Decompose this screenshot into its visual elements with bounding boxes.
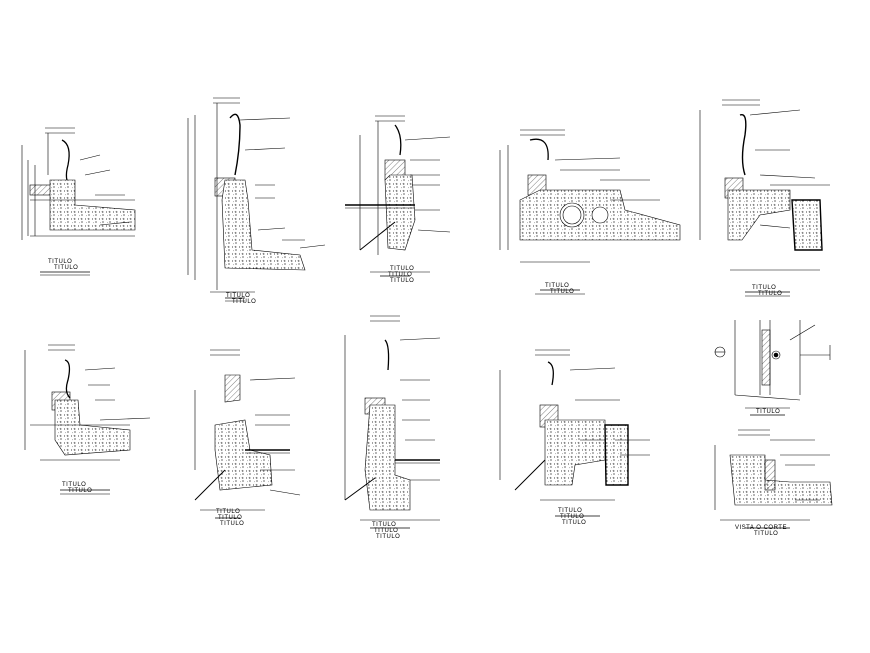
detail-8-title: TITULO <box>372 522 397 528</box>
detail-5-title: TITULO <box>752 285 777 291</box>
detail-4 <box>499 129 681 295</box>
detail-8-subtitle-2: TITULO <box>376 534 401 540</box>
detail-1-subtitle: TITULO <box>54 265 79 271</box>
detail-5-subtitle: TITULO <box>758 291 783 297</box>
detail-4-title: TITULO <box>545 283 570 289</box>
detail-7-subtitle-2: TITULO <box>220 521 245 527</box>
detail-1 <box>21 127 136 276</box>
detail-1-title: TITULO <box>48 259 73 265</box>
detail-8-subtitle: TITULO <box>374 528 399 534</box>
detail-2-subtitle: TITULO <box>232 299 257 305</box>
detail-8 <box>344 315 441 529</box>
detail-6-subtitle: TITULO <box>68 488 93 494</box>
detail-9-subtitle: TITULO <box>560 514 585 520</box>
detail-9 <box>499 349 650 517</box>
detail-6-title: TITULO <box>62 482 87 488</box>
detail-10-title: TITULO <box>756 409 781 415</box>
detail-11 <box>714 429 833 529</box>
detail-3-subtitle: TITULO <box>388 272 413 278</box>
detail-2 <box>187 97 326 302</box>
detail-3-title: TITULO <box>390 266 415 272</box>
detail-5 <box>699 99 830 297</box>
detail-6 <box>24 344 151 495</box>
detail-11-subtitle: TITULO <box>754 531 779 537</box>
detail-3-subtitle-2: TITULO <box>390 278 415 284</box>
detail-2-title: TITULO <box>226 293 251 299</box>
detail-9-subtitle-2: TITULO <box>562 520 587 526</box>
detail-3 <box>345 115 451 277</box>
detail-10 <box>714 320 831 416</box>
detail-7-subtitle: TITULO <box>218 515 243 521</box>
detail-4-subtitle: TITULO <box>550 289 575 295</box>
detail-7-title: TITULO <box>216 509 241 515</box>
detail-11-title: VISTA O CORTE <box>735 525 787 531</box>
detail-7 <box>194 349 301 519</box>
detail-9-title: TITULO <box>558 508 583 514</box>
